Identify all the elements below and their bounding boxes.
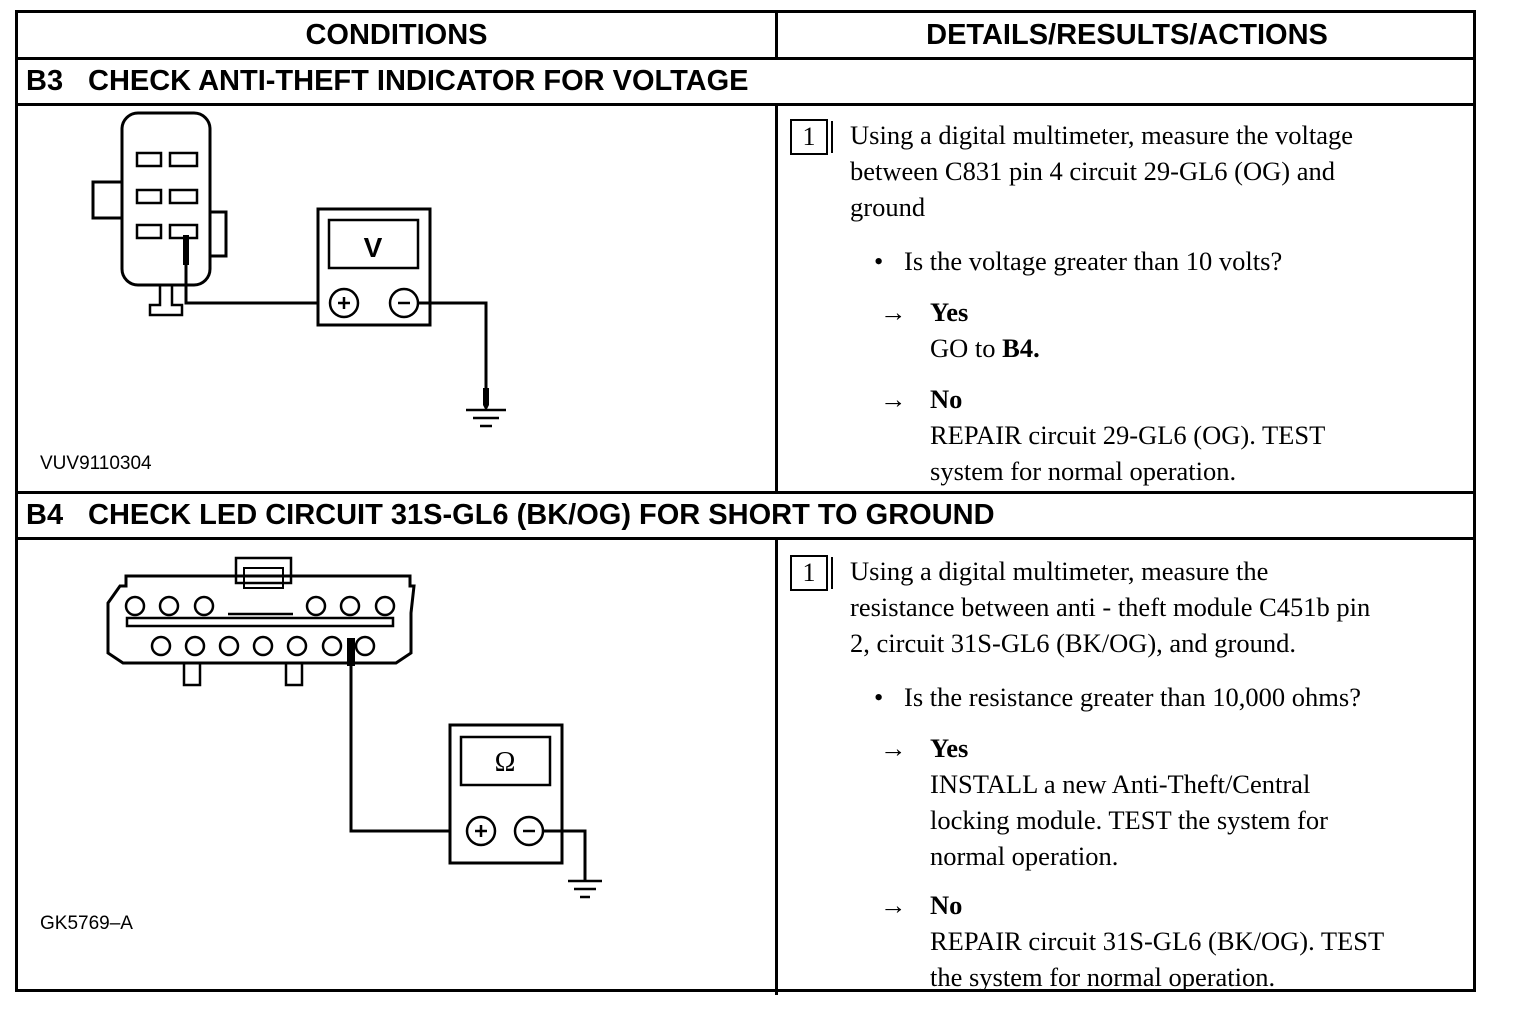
b4-instruction: Using a digital multimeter, measure the … — [850, 553, 1470, 661]
b3-step-id: B3 — [26, 64, 64, 97]
b4-instruction-line-1: Using a digital multimeter, measure the — [850, 556, 1269, 586]
b4-meter-symbol: Ω — [495, 747, 516, 778]
b3-yes-action: GO to B4. — [930, 333, 1040, 363]
b4-step-id: B4 — [26, 498, 64, 531]
b4-step-number: 1 — [790, 555, 828, 591]
b4-ground-symbol — [568, 879, 602, 899]
b4-yes-action: INSTALL a new Anti-Theft/Central locking… — [930, 769, 1328, 871]
b3-plus-terminal — [328, 287, 360, 319]
b3-no-action: REPAIR circuit 29-GL6 (OG). TEST system … — [930, 420, 1326, 486]
b3-multimeter — [316, 207, 432, 327]
bullet-icon: • — [874, 682, 884, 712]
b4-probe-tip — [347, 638, 355, 666]
b3-ground-probe — [483, 388, 489, 411]
b3-step-bar — [831, 121, 833, 153]
arrow-right-icon: → — [880, 384, 907, 414]
arrow-right-icon: → — [880, 733, 907, 763]
b3-instruction-line-3: ground — [850, 192, 926, 222]
b3-yes-action-ref: B4. — [1002, 333, 1040, 363]
b3-title-text: CHECK ANTI-THEFT INDICATOR FOR VOLTAGE — [88, 64, 749, 97]
b3-connector-tab-left — [91, 180, 124, 220]
b4-plus-terminal — [465, 815, 497, 847]
b3-instruction-line-1: Using a digital multimeter, measure the … — [850, 120, 1354, 150]
b4-resistance-test-diagram: Ω — [106, 556, 602, 899]
b3-instruction-line-2: between C831 pin 4 circuit 29-GL6 (OG) a… — [850, 156, 1335, 186]
bullet-icon: • — [874, 246, 884, 276]
b3-section-title: B3 CHECK ANTI-THEFT INDICATOR FOR VOLTAGE — [26, 59, 749, 103]
b3-connector-tab-right — [208, 210, 228, 258]
b4-column-divider — [775, 539, 778, 995]
b4-figure-code: GK5769–A — [40, 913, 133, 934]
b4-step-1: 1 Using a digital multimeter, measure th… — [790, 553, 1470, 992]
b3-b4-divider — [18, 491, 1473, 494]
b4-no-action: REPAIR circuit 31S-GL6 (BK/OG). TEST the… — [930, 926, 1385, 992]
b3-no-label: No — [930, 384, 963, 414]
b4-multimeter — [448, 723, 564, 865]
b4-step-bar — [831, 557, 833, 589]
b3-voltage-test-diagram: V — [91, 111, 506, 428]
arrow-right-icon: → — [880, 297, 907, 327]
b4-meter-display — [459, 735, 552, 787]
b4-section-title: B4 CHECK LED CIRCUIT 31S-GL6 (BK/OG) FOR … — [26, 493, 995, 537]
b3-step-number: 1 — [790, 119, 828, 155]
b3-probe-tip — [183, 235, 189, 265]
b4-pin-2 — [354, 635, 376, 657]
b4-title-text: CHECK LED CIRCUIT 31S-GL6 (BK/OG) FOR SH… — [88, 498, 995, 531]
b4-connector-body — [106, 574, 416, 665]
b4-connector-latch — [234, 556, 293, 585]
b4-question-text: Is the resistance greater than 10,000 oh… — [904, 682, 1361, 712]
b3-instruction: Using a digital multimeter, measure the … — [850, 117, 1470, 225]
b3-step-1: 1 Using a digital multimeter, measure th… — [790, 117, 1470, 487]
b4-instruction-line-2: resistance between anti - theft module C… — [850, 592, 1371, 622]
details-header: DETAILS/RESULTS/ACTIONS — [926, 19, 1328, 51]
b3-title-divider — [18, 103, 1473, 106]
header-column-divider — [775, 13, 778, 57]
b3-column-divider — [775, 105, 778, 491]
b3-figure-code: VUV9110304 — [40, 453, 152, 474]
b3-meter-display — [327, 218, 420, 270]
b3-question-text: Is the voltage greater than 10 volts? — [904, 246, 1283, 276]
arrow-right-icon: → — [880, 890, 907, 920]
b4-no-label: No — [930, 890, 963, 920]
b3-yes-label: Yes — [930, 297, 969, 327]
conditions-header: CONDITIONS — [305, 19, 488, 51]
header-divider — [18, 57, 1473, 60]
b4-yes-label: Yes — [930, 733, 969, 763]
b4-title-divider — [18, 537, 1473, 540]
b3-meter-symbol: V — [364, 232, 383, 263]
b4-instruction-line-3: 2, circuit 31S-GL6 (BK/OG), and ground. — [850, 628, 1297, 658]
